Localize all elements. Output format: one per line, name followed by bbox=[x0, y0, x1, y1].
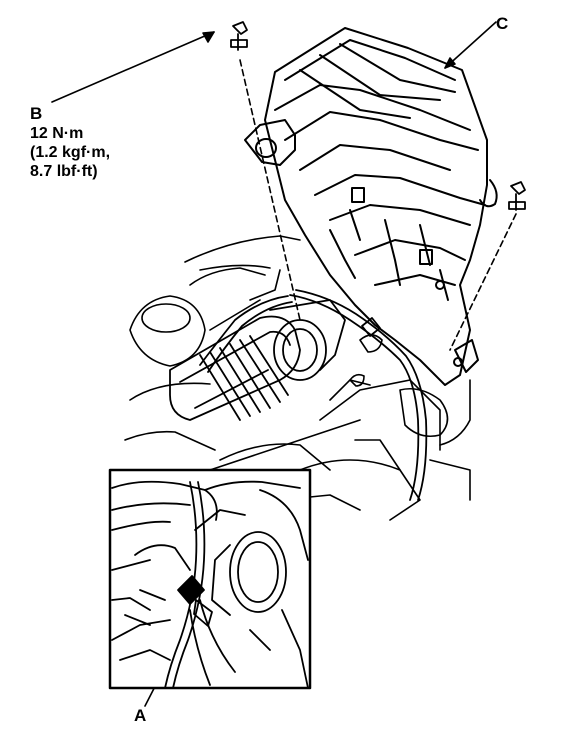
intake-duct bbox=[169, 299, 346, 421]
torque-spec: 12 N·m (1.2 kgf·m, 8.7 lbf·ft) bbox=[30, 124, 110, 181]
torque-kgfm: (1.2 kgf·m, bbox=[30, 144, 111, 161]
inset-detail bbox=[108, 468, 312, 690]
torque-nm: 12 N·m bbox=[30, 125, 84, 142]
torque-lbfft: 8.7 lbf·ft) bbox=[30, 163, 98, 180]
engine-background bbox=[124, 235, 471, 521]
air-cleaner-housing bbox=[244, 27, 498, 386]
callout-b-label: B bbox=[30, 104, 43, 123]
bolt-b-right bbox=[508, 181, 526, 211]
bolt-b-left bbox=[230, 21, 248, 51]
callout-a-label: A bbox=[134, 706, 147, 725]
wire-harness bbox=[199, 289, 428, 501]
callout-c-label: C bbox=[496, 14, 509, 33]
